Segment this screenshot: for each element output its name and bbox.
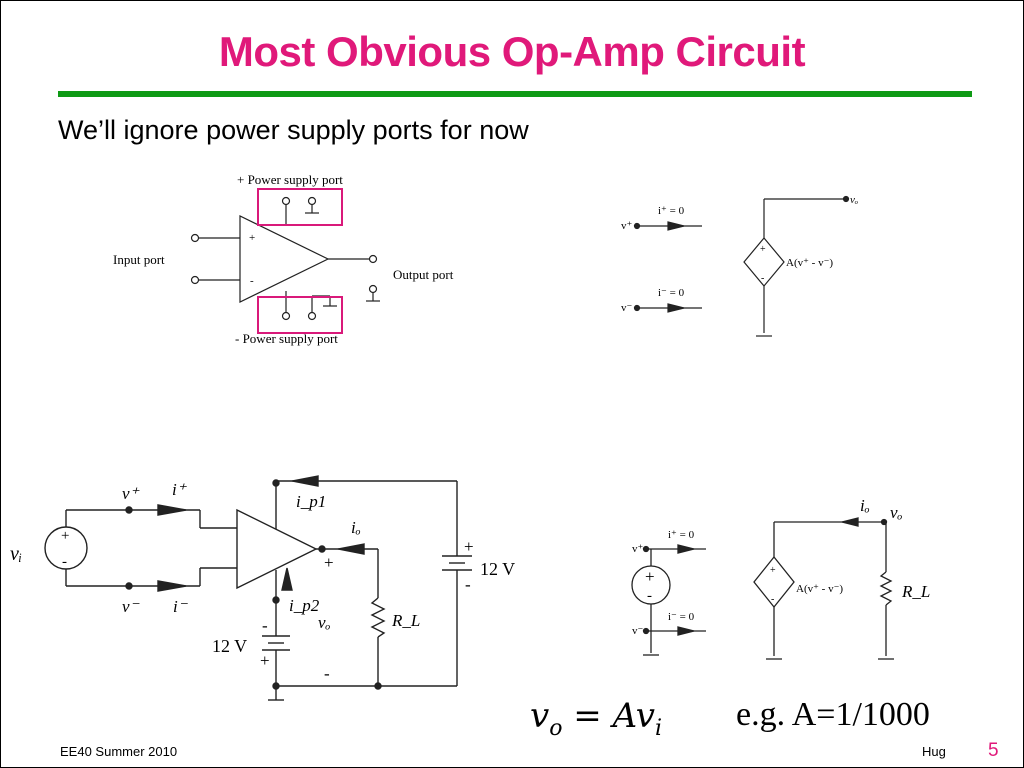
plus-supply-label: + Power supply port xyxy=(237,172,343,187)
fig4-iminus: i⁻ = 0 xyxy=(668,611,695,623)
fig2-vplus: v⁺ xyxy=(621,220,633,232)
opamp1-minus: - xyxy=(250,275,254,287)
eq-mid: = Av xyxy=(562,696,655,736)
fig3-vminus: v⁻ xyxy=(122,597,141,616)
opamp-model-diagram xyxy=(633,195,850,337)
fig2-iplus: i⁺ = 0 xyxy=(658,205,685,217)
highlight-box-bottom xyxy=(257,296,343,334)
output-port-label: Output port xyxy=(393,267,454,282)
fig2-vo: vₒ xyxy=(850,194,858,206)
fig3-supply1: 12 V xyxy=(480,559,515,579)
fig4-vo: vₒ xyxy=(890,503,903,522)
bullet-text: We’ll ignore power supply ports for now xyxy=(58,115,529,145)
fig2-gain: A(v⁺ - v⁻) xyxy=(786,257,833,269)
fig4-iplus: i⁺ = 0 xyxy=(668,529,695,541)
fig3-src-plus: + xyxy=(61,528,69,544)
opamp-port-diagram xyxy=(190,188,380,334)
title-underline xyxy=(58,91,972,97)
page-number: 5 xyxy=(988,740,999,761)
fig3-supply1-plus: + xyxy=(464,537,474,556)
fig4-vplus: v⁺ xyxy=(632,543,644,555)
opamp-supply-circuit xyxy=(44,475,472,701)
fig3-src-minus: - xyxy=(62,554,67,570)
fig4-src-plus: + xyxy=(645,567,655,586)
opamp-model-load-circuit xyxy=(631,517,894,660)
fig4-src-minus: - xyxy=(647,588,652,604)
input-port-label: Input port xyxy=(113,252,165,267)
footer-course: EE40 Summer 2010 xyxy=(60,744,178,759)
example-text: e.g. A=1/1000 xyxy=(736,696,930,733)
fig3-supply2: 12 V xyxy=(212,636,247,656)
fig3-vi: vᵢ xyxy=(10,543,22,565)
fig2-src-plus: + xyxy=(760,244,766,255)
fig2-vminus: v⁻ xyxy=(621,302,633,314)
opamp1-plus: + xyxy=(249,232,255,244)
fig4-io: iₒ xyxy=(860,496,870,515)
fig3-out-plus: + xyxy=(324,553,334,572)
fig3-iplus: i⁺ xyxy=(172,480,188,499)
eq-lhs-sub: o xyxy=(549,715,563,741)
fig3-rl: R_L xyxy=(391,611,420,630)
fig4-src2-minus: - xyxy=(771,594,774,605)
fig3-vplus: v⁺ xyxy=(122,484,141,503)
equation: vo = Avi xyxy=(530,696,662,741)
slide-title: Most Obvious Op-Amp Circuit xyxy=(218,28,806,75)
fig3-iminus: i⁻ xyxy=(173,597,189,616)
fig4-vminus: v⁻ xyxy=(632,625,644,637)
fig2-iminus: i⁻ = 0 xyxy=(658,287,685,299)
fig2-src-minus: - xyxy=(761,273,764,284)
eq-rhs-sub: i xyxy=(654,715,663,741)
fig3-io: iₒ xyxy=(351,518,361,537)
fig3-supply1-minus: - xyxy=(465,575,471,594)
opamp-triangle-3 xyxy=(236,508,318,590)
eq-lhs: v xyxy=(530,696,550,736)
fig3-ip1: i_p1 xyxy=(296,492,326,511)
highlight-box-top xyxy=(257,188,343,226)
opamp-triangle-1 xyxy=(239,215,330,303)
footer-author: Hug xyxy=(922,744,946,759)
fig4-gain: A(v⁺ - v⁻) xyxy=(796,583,843,595)
fig3-supply2-minus: - xyxy=(262,616,268,635)
fig3-bottom-minus: - xyxy=(324,664,330,683)
fig4-src2-plus: + xyxy=(770,565,776,576)
fig3-supply2-plus: + xyxy=(260,651,270,670)
minus-supply-label: - Power supply port xyxy=(235,331,338,346)
fig3-ip2: i_p2 xyxy=(289,596,320,615)
fig4-rl: R_L xyxy=(901,582,930,601)
fig3-vo: vₒ xyxy=(318,613,331,632)
